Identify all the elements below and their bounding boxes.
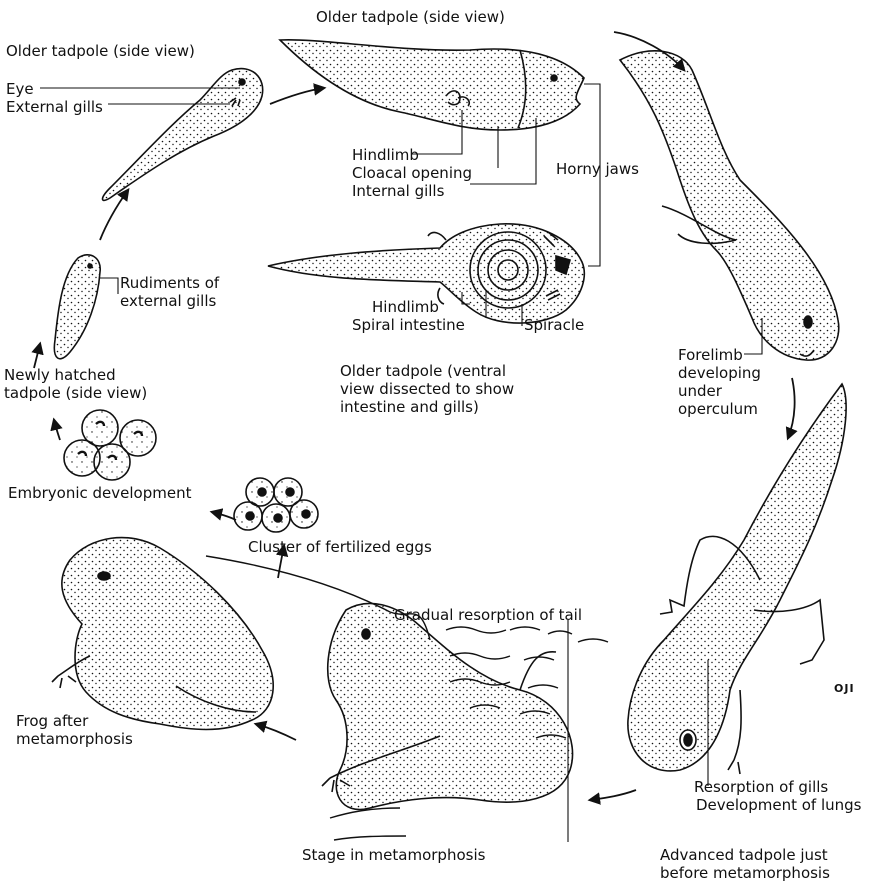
label-older-tadpole-left: Older tadpole (side view) [6, 42, 195, 60]
artist-signature: OJI [834, 682, 855, 695]
label-spiracle: Spiracle [524, 316, 584, 334]
newly-hatched-tadpole [54, 255, 100, 359]
label-spiral-intestine: Spiral intestine [352, 316, 465, 334]
label-older-tadpole-top: Older tadpole (side view) [316, 8, 505, 26]
label-external-gills: External gills [6, 98, 103, 116]
label-eye: Eye [6, 80, 34, 98]
label-rudiments-external-gills: Rudiments of external gills [120, 274, 219, 310]
label-embryonic-development: Embryonic development [8, 484, 191, 502]
label-gradual-resorption-tail: Gradual resorption of tail [394, 606, 582, 624]
label-newly-hatched: Newly hatched tadpole (side view) [4, 366, 147, 402]
adult-frog [52, 538, 273, 730]
embryonic-eggs [64, 410, 156, 480]
label-stage-metamorphosis: Stage in metamorphosis [302, 846, 485, 864]
label-resorption-gills: Resorption of gills [694, 778, 828, 796]
label-frog-after-metamorphosis: Frog after metamorphosis [16, 712, 133, 748]
label-internal-gills: Internal gills [352, 182, 444, 200]
label-advanced-tadpole: Advanced tadpole just before metamorphos… [660, 846, 830, 882]
label-hindlimb-ventral: Hindlimb [372, 298, 439, 316]
label-cluster-fertilized-eggs: Cluster of fertilized eggs [248, 538, 432, 556]
label-development-lungs: Development of lungs [696, 796, 862, 814]
advanced-tadpole [628, 384, 846, 774]
label-horny-jaws: Horny jaws [556, 160, 639, 178]
label-hindlimb-top: Hindlimb [352, 146, 419, 164]
fertilized-egg-cluster [234, 478, 318, 532]
label-forelimb-developing: Forelimb developing under operculum [678, 346, 761, 418]
label-cloacal-opening: Cloacal opening [352, 164, 472, 182]
metamorphosis-frog [322, 603, 573, 809]
forelimb-tadpole [620, 51, 839, 360]
older-tadpole-top [280, 40, 584, 130]
label-older-tadpole-ventral: Older tadpole (ventral view dissected to… [340, 362, 514, 416]
